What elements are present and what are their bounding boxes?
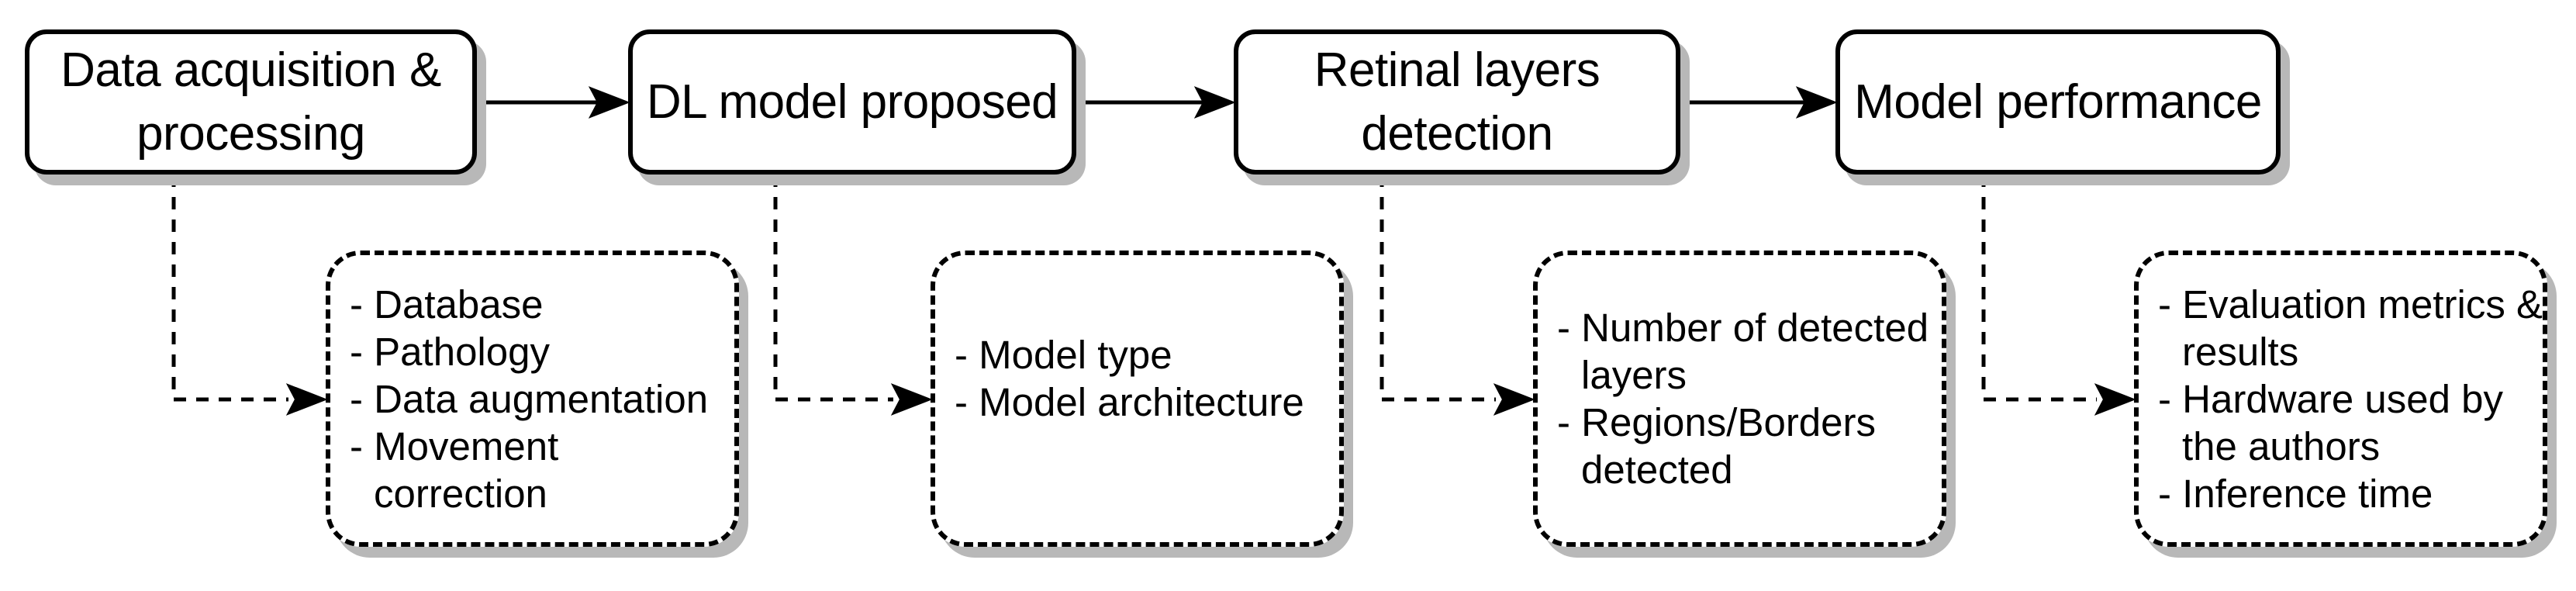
detail-item: - Evaluation metrics & [2158,282,2543,327]
detail-item: - Data augmentation [350,376,709,421]
detail-item: - Database [350,282,544,327]
detail-connector-3 [1380,175,1535,416]
flow-arrow-3 [1680,86,1838,119]
detail-connector-2 [773,175,933,416]
stage-box-retinal-layers: Retinal layers detection [1234,29,1680,175]
flow-arrow-1 [477,86,630,119]
flow-arrow-2 [1076,86,1236,119]
stage-title-line: processing [136,106,365,161]
detail-item: - Model architecture [955,380,1304,424]
stage-title-line: DL model proposed [646,74,1058,129]
stage-box-model-performance: Model performance [1835,29,2281,175]
stage-title-line: detection [1361,106,1553,161]
detail-connector-1 [171,175,328,416]
detail-item: - Regions/Borders [1557,400,1877,444]
detail-item: - Number of detected [1557,306,1929,350]
stage-title-line: Data acquisition & [60,43,441,97]
detail-item: - Movement [350,423,559,468]
detail-item-continuation: detected [1581,448,1733,492]
detail-item-continuation: the authors [2182,423,2381,468]
stage-box-data-acquisition: Data acquisition & processing [25,29,477,175]
detail-item: - Hardware used by [2158,376,2504,421]
detail-item-continuation: layers [1581,353,1687,397]
details-box-model-performance: - Evaluation metrics & results - Hardwar… [2134,251,2547,547]
detail-item: - Model type [955,333,1172,377]
stage-title-line: Model performance [1854,74,2262,129]
detail-item: - Pathology [350,329,550,374]
stage-title-line: Retinal layers [1314,43,1601,97]
stage-box-dl-model: DL model proposed [628,29,1076,175]
details-box-retinal-layers: - Number of detected layers - Regions/Bo… [1533,251,1946,547]
details-box-data-acquisition: - Database - Pathology - Data augmentati… [326,251,739,547]
detail-connector-4 [1981,175,2136,416]
detail-item-continuation: correction [374,471,547,516]
details-box-dl-model: - Model type - Model architecture [931,251,1344,547]
detail-item-continuation: results [2182,329,2299,374]
detail-item: - Inference time [2158,471,2433,516]
